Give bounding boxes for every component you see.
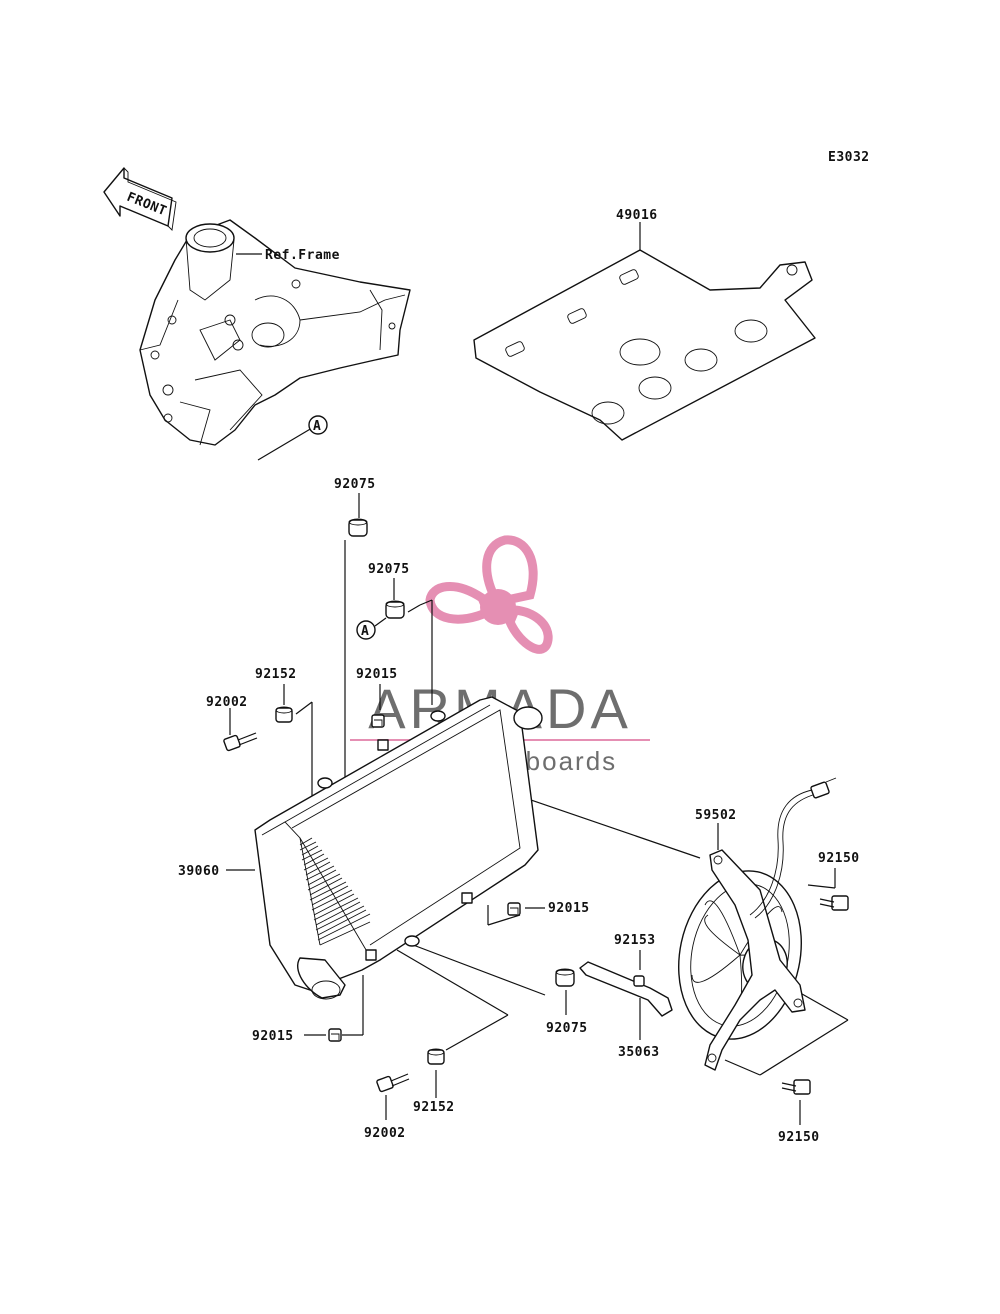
clip-92015-bottom (328, 1028, 342, 1042)
part-92015-label-right: 92015 (548, 901, 590, 916)
diagram-code: E3032 (828, 150, 870, 165)
part-35063-label: 35063 (618, 1045, 660, 1060)
collar-92152-top (275, 706, 293, 723)
part-92075-label-bottom: 92075 (546, 1021, 588, 1036)
front-arrow-icon: FRONT (103, 167, 177, 231)
part-92150-label-top: 92150 (818, 851, 860, 866)
bolt-92150-bottom (781, 1079, 811, 1095)
grommet-92075-bottom (555, 968, 575, 987)
ref-marker-a-text-2: A (361, 624, 369, 639)
bolt-92150-top (819, 895, 849, 911)
leader-lines (226, 493, 849, 1125)
part-92002-label-bottom: 92002 (364, 1126, 406, 1141)
part-92153-label: 92153 (614, 933, 656, 948)
radiator-39060 (254, 696, 543, 1000)
grommet-92075-mid (385, 600, 405, 619)
bolt-92002-top (223, 732, 258, 752)
frame-illustration (139, 219, 411, 446)
ref-marker-a-text: A (313, 419, 321, 434)
part-92015-label-top: 92015 (356, 667, 398, 682)
ref-marker-a-frame: A (308, 415, 328, 435)
part-92152-label-top: 92152 (255, 667, 297, 682)
collar-92152-bottom (427, 1048, 445, 1065)
part-92015-label-bottom: 92015 (252, 1029, 294, 1044)
bolt-92002-bottom (376, 1073, 410, 1093)
grommet-92075-top (348, 518, 368, 537)
part-92150-label-bottom: 92150 (778, 1130, 820, 1145)
part-49016-label: 49016 (616, 208, 658, 223)
armada-logo (425, 535, 553, 654)
clip-92015-top (371, 714, 385, 728)
part-92075-label-mid: 92075 (368, 562, 410, 577)
bracket-35063 (579, 961, 673, 1017)
ref-frame-label: Ref.Frame (265, 248, 340, 263)
ref-marker-a-radiator: A (356, 620, 376, 640)
part-39060-label: 39060 (178, 864, 220, 879)
part-92002-label-top: 92002 (206, 695, 248, 710)
part-92152-label-bottom: 92152 (413, 1100, 455, 1115)
clip-92015-right (507, 902, 521, 916)
insulator-plate-49016 (473, 249, 816, 441)
radiator-core-fins (299, 837, 371, 946)
part-92075-label-top: 92075 (334, 477, 376, 492)
fan-assembly-59502 (678, 777, 837, 1071)
part-59502-label: 59502 (695, 808, 737, 823)
